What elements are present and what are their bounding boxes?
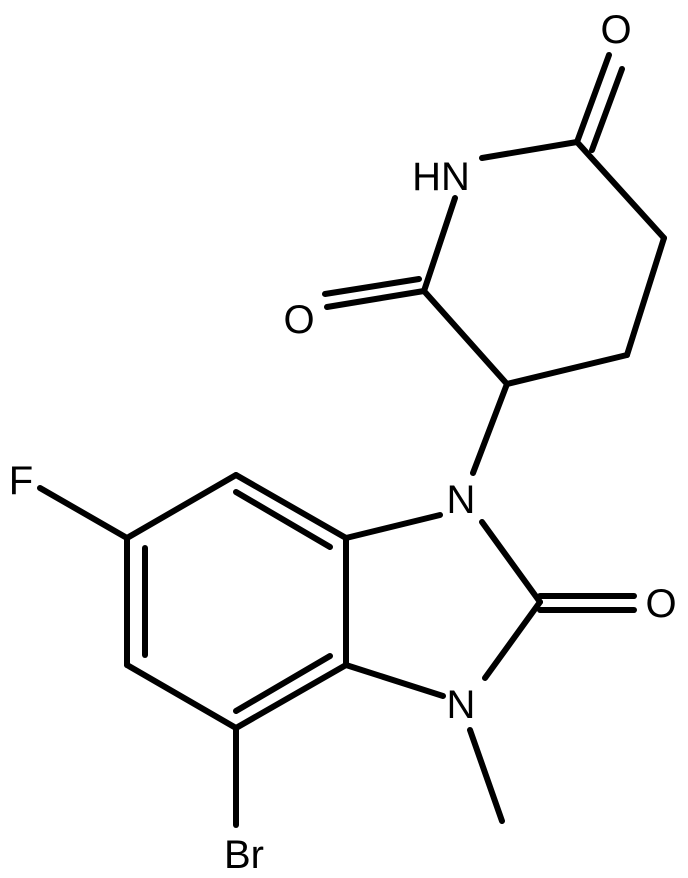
bond-c4b-c3a-inner	[233, 653, 333, 714]
atom-label-f: F	[9, 459, 33, 503]
bond-c4b-c3a	[233, 662, 349, 731]
bond-c6-o-2	[589, 66, 625, 153]
bond-n1-c2	[479, 519, 543, 605]
bond-c5-c4	[624, 235, 667, 358]
bond-c7a-c7-inner	[233, 489, 333, 550]
bond-c2-o-2	[322, 276, 422, 297]
bond-c2-n3	[482, 599, 543, 681]
bond-c2-o	[324, 288, 427, 310]
atom-label-o-right: O	[645, 582, 676, 626]
bond-c3-c2	[421, 288, 510, 387]
atom-label-br: Br	[224, 833, 264, 877]
bond-nh-c6	[479, 139, 580, 161]
bond-c2-nh	[421, 195, 458, 294]
bond-n1-c7a	[343, 512, 443, 541]
bond-c5b-c4b	[124, 662, 239, 731]
atom-label-nh: HN	[412, 155, 470, 199]
bond-c7a-c7	[233, 472, 349, 541]
bond-c7-c6	[124, 472, 239, 541]
atom-label-n1: N	[447, 478, 476, 522]
bond-c6-c5	[574, 139, 667, 241]
atom-label-o-left: O	[283, 298, 314, 342]
atom-label-o-top: O	[600, 8, 631, 52]
bond-n3-methyl	[467, 727, 505, 824]
atom-label-n3: N	[447, 683, 476, 727]
bond-c6-f	[37, 485, 130, 541]
bond-c6-o	[574, 52, 612, 145]
bond-c3-n1	[470, 381, 510, 476]
bond-c4-c3	[504, 352, 630, 387]
bond-n3-c3a	[343, 662, 446, 699]
